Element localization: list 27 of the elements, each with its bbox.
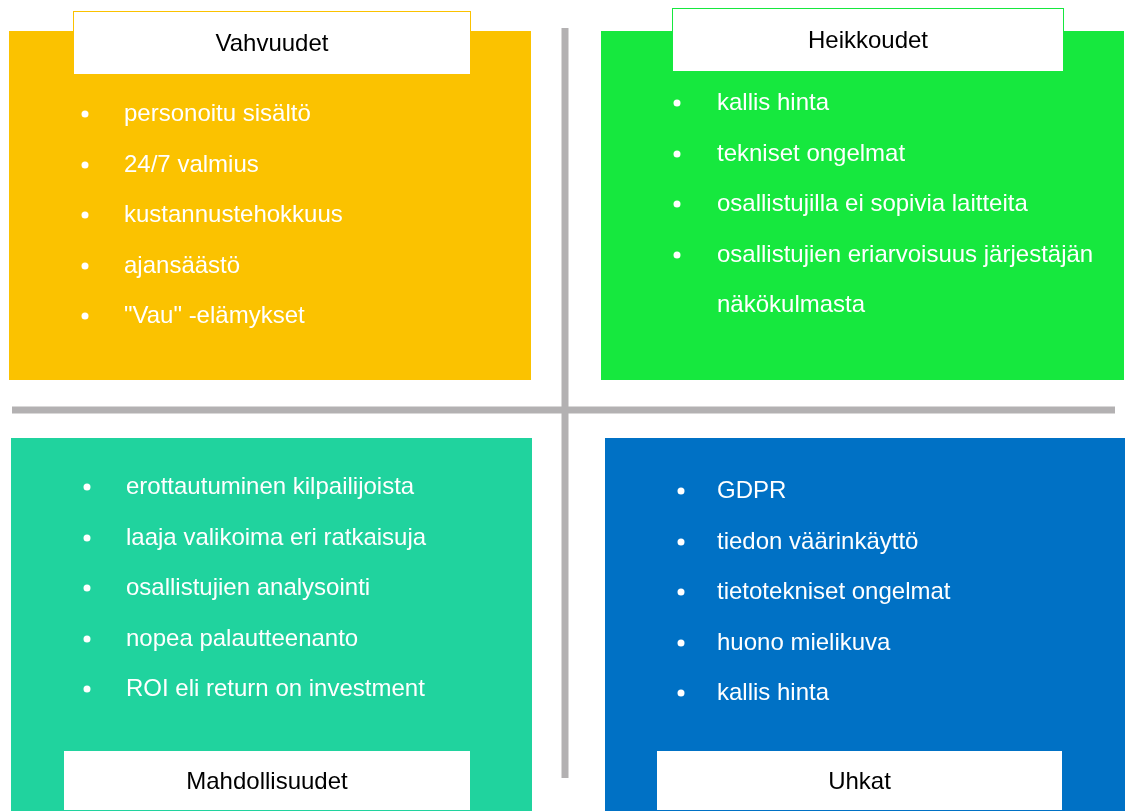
quadrant-panel	[11, 438, 532, 811]
list-item-text: kustannustehokkuus	[124, 199, 344, 230]
list-item-text: osallistujien analysointi	[126, 572, 372, 603]
list-item-text: tekniset ongelmat	[717, 137, 907, 168]
heading-box: Vahvuudet	[73, 11, 471, 75]
list-item-text: nopea palautteenanto	[126, 622, 360, 653]
list-item-text: tiedon väärinkäyttö	[717, 525, 920, 556]
heading-box: Uhkat	[656, 750, 1063, 811]
list-item-text: erottautuminen kilpailijoista	[126, 471, 416, 501]
list-item-text: tietotekniset ongelmat	[717, 576, 952, 607]
heading-box: Mahdollisuudet	[63, 750, 471, 811]
list-item-text: osallistujien eriarvoisuus järjestäjän näkökulmasta	[717, 238, 1094, 320]
quadrant-panel	[605, 438, 1125, 811]
list-item-text: "Vau" -elämykset	[124, 300, 306, 331]
heading-box: Heikkoudet	[672, 8, 1064, 72]
quadrant-panel	[601, 31, 1124, 380]
list-item-text: osallistujilla ei sopivia laitteita	[717, 188, 1029, 219]
list-item-text: laaja valikoima eri ratkaisuja	[126, 521, 428, 552]
list-item-text: GDPR	[717, 475, 788, 505]
list-item-text: kallis hinta	[717, 677, 831, 708]
list-item-text: ajansäästö	[124, 249, 242, 280]
list-item-text: kallis hinta	[717, 87, 831, 117]
quadrant-panel	[9, 31, 531, 380]
list-item-text: huono mielikuva	[717, 626, 892, 657]
list-item-text: 24/7 valmius	[124, 148, 260, 179]
list-item-text: ROI eli return on investment	[126, 673, 426, 704]
list-item-text: personoitu sisältö	[124, 98, 312, 128]
